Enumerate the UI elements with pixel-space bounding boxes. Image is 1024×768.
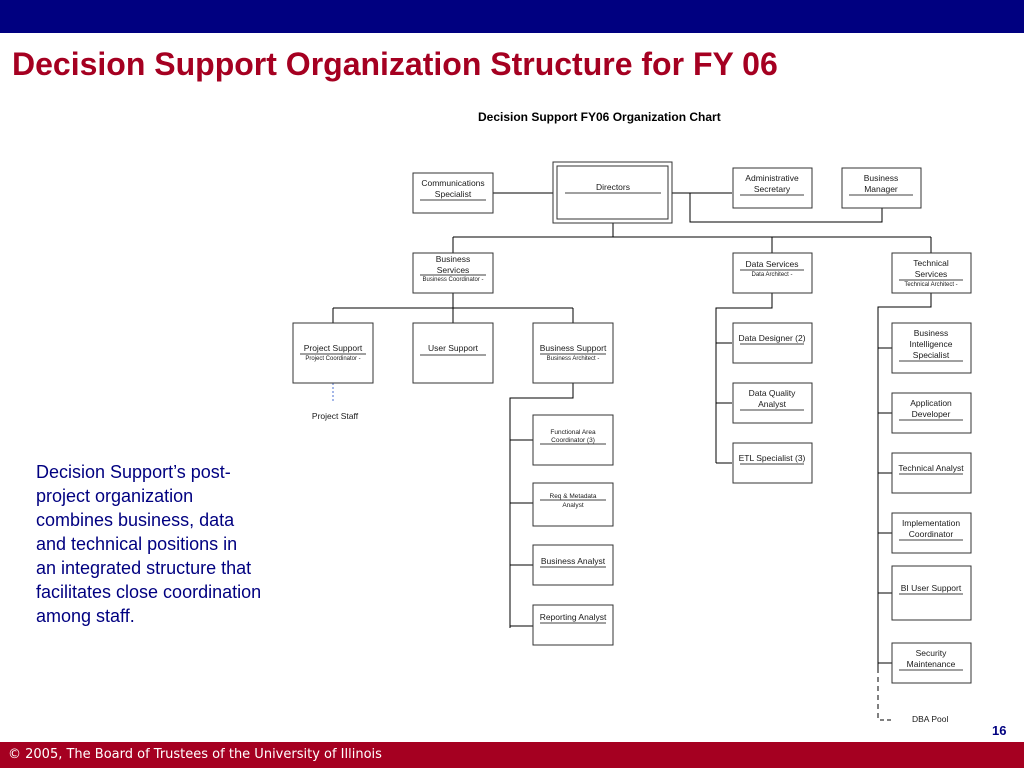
box-user-support: User Support [412,322,494,384]
page-number: 16 [992,723,1007,738]
svg-text:Business: Business [864,173,899,183]
svg-text:Specialist: Specialist [435,189,472,199]
footer-text: © 2005, The Board of Trustees of the Uni… [8,747,382,762]
box-administrative-secretary: Administrative Secretary [732,167,813,209]
chart-title: Decision Support FY06 Organization Chart [478,110,721,124]
box-project-support: Project Support Project Coordinator - [292,322,374,384]
svg-text:Analyst: Analyst [758,399,787,409]
svg-text:Business Architect -: Business Architect - [547,356,600,362]
box-data-designer: Data Designer (2) [732,322,813,364]
svg-text:Administrative: Administrative [745,173,799,183]
svg-text:Technical Analyst: Technical Analyst [898,463,964,473]
svg-text:Business: Business [914,328,949,338]
box-req-metadata-analyst: Req & Metadata Analyst [532,482,614,527]
box-business-support: Business Support Business Architect - [532,322,614,384]
top-bar [0,0,1024,33]
label-dba-pool: DBA Pool [912,714,948,724]
box-data-services: Data Services Data Architect - [732,252,813,294]
slide-title: Decision Support Organization Structure … [12,46,778,82]
svg-text:Services: Services [915,269,948,279]
box-bi-specialist: Business Intelligence Specialist [891,322,972,374]
svg-text:Security: Security [916,648,947,658]
body-text: Decision Support’s post-project organiza… [36,462,262,626]
svg-text:Secretary: Secretary [754,184,791,194]
svg-text:Data Services: Data Services [746,259,799,269]
box-security-maintenance: Security Maintenance [891,642,972,684]
box-functional-area-coordinator: Functional Area Coordinator (3) [532,414,614,466]
box-directors: Directors [552,161,673,224]
label-project-staff: Project Staff [312,411,359,421]
box-implementation-coordinator: Implementation Coordinator [891,512,972,554]
svg-text:Reporting Analyst: Reporting Analyst [540,612,607,622]
svg-text:Project Support: Project Support [304,343,363,353]
svg-text:Data Designer (2): Data Designer (2) [738,333,805,343]
svg-text:Application: Application [910,398,952,408]
svg-text:Business: Business [436,254,471,264]
svg-text:Project Coordinator -: Project Coordinator - [305,356,360,362]
box-business-manager: Business Manager [841,167,922,209]
box-data-quality-analyst: Data Quality Analyst [732,382,813,424]
footer-bar: © 2005, The Board of Trustees of the Uni… [0,742,1024,768]
svg-text:Data Architect -: Data Architect - [751,272,792,278]
box-communications-specialist: Communications Specialist [412,172,494,214]
svg-text:Technical Architect -: Technical Architect - [904,282,957,288]
svg-text:Maintenance: Maintenance [907,659,956,669]
svg-text:Communications: Communications [421,178,484,188]
svg-text:Functional Area: Functional Area [550,429,596,436]
svg-text:Business Support: Business Support [540,343,607,353]
svg-text:Req & Metadata: Req & Metadata [550,493,597,500]
connector-lines [332,192,932,721]
svg-text:Business Coordinator -: Business Coordinator - [422,277,483,283]
svg-text:ETL Specialist (3): ETL Specialist (3) [739,453,806,463]
svg-text:Directors: Directors [596,182,630,192]
svg-text:Manager: Manager [864,184,898,194]
box-technical-analyst: Technical Analyst [891,452,972,494]
svg-text:Business Analyst: Business Analyst [541,556,606,566]
svg-text:Coordinator (3): Coordinator (3) [551,437,595,444]
box-business-services: Business Services Business Coordinator - [412,252,494,294]
box-technical-services: Technical Services Technical Architect - [891,252,972,294]
box-etl-specialist: ETL Specialist (3) [732,442,813,484]
svg-text:Technical: Technical [913,258,949,268]
svg-text:Analyst: Analyst [562,502,584,509]
box-business-analyst: Business Analyst [532,544,614,586]
svg-text:User Support: User Support [428,343,479,353]
svg-text:Developer: Developer [912,409,951,419]
box-application-developer: Application Developer [891,392,972,434]
svg-text:Specialist: Specialist [913,350,950,360]
svg-text:Intelligence: Intelligence [909,339,952,349]
svg-text:Services: Services [437,265,470,275]
svg-text:BI User Support: BI User Support [901,583,962,593]
svg-text:Coordinator: Coordinator [909,529,954,539]
svg-text:Implementation: Implementation [902,518,960,528]
box-reporting-analyst: Reporting Analyst [532,604,614,646]
svg-text:Data Quality: Data Quality [749,388,797,398]
box-bi-user-support: BI User Support [891,565,972,621]
